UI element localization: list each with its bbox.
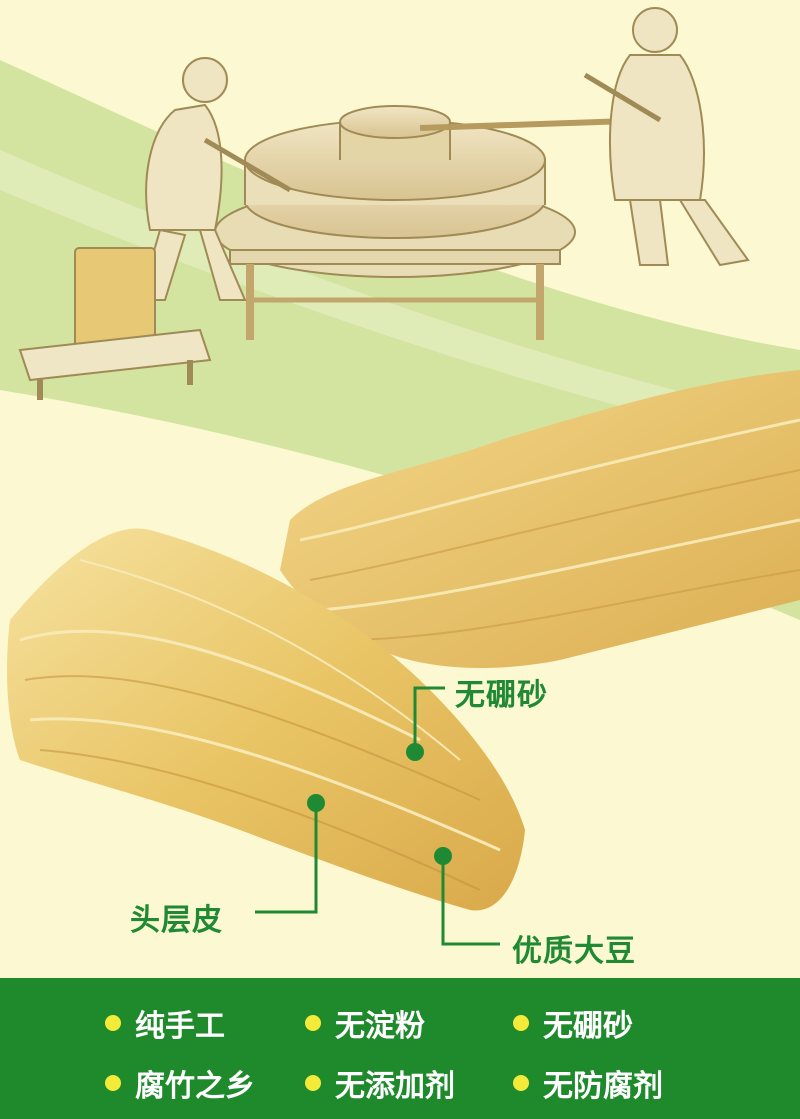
feature-label: 无硼砂 (543, 1009, 633, 1044)
feature-no-borax: 无硼砂 (513, 1001, 633, 1045)
feature-no-preservatives: 无防腐剂 (513, 1061, 663, 1105)
callout-dots (307, 743, 452, 865)
feature-no-starch: 无淀粉 (305, 1001, 425, 1045)
tofu-press-illustration (18, 247, 212, 400)
right-worker-illustration (583, 7, 750, 267)
left-worker-illustration (138, 57, 292, 301)
feature-label: 纯手工 (135, 1009, 225, 1044)
feature-label: 腐竹之乡 (135, 1069, 255, 1104)
dot-bullet-icon (513, 1015, 529, 1031)
dot-bullet-icon (105, 1075, 121, 1091)
green-band-highlight (0, 150, 800, 450)
feature-label: 无防腐剂 (543, 1069, 663, 1104)
callout-top-layer-skin: 头层皮 (130, 903, 223, 938)
callout-dot-top-layer (307, 794, 325, 812)
dot-bullet-icon (305, 1075, 321, 1091)
callout-no-borax: 无硼砂 (455, 678, 548, 713)
feature-label: 无添加剂 (335, 1069, 455, 1104)
bean-curd-sheet-front (7, 528, 525, 911)
millstone-illustration (214, 105, 661, 340)
callout-leader-lines (255, 686, 500, 946)
dot-bullet-icon (105, 1015, 121, 1031)
callout-quality-soybean: 优质大豆 (512, 934, 636, 969)
feature-handmade: 纯手工 (105, 1001, 225, 1045)
bean-curd-sheet-back (280, 370, 800, 669)
callout-dot-no-borax (406, 743, 424, 761)
feature-no-additives: 无添加剂 (305, 1061, 455, 1105)
dot-bullet-icon (513, 1075, 529, 1091)
dot-bullet-icon (305, 1015, 321, 1031)
feature-bar (0, 978, 800, 1119)
callout-dot-soybean (434, 847, 452, 865)
feature-label: 无淀粉 (335, 1009, 425, 1044)
feature-hometown: 腐竹之乡 (105, 1061, 255, 1105)
